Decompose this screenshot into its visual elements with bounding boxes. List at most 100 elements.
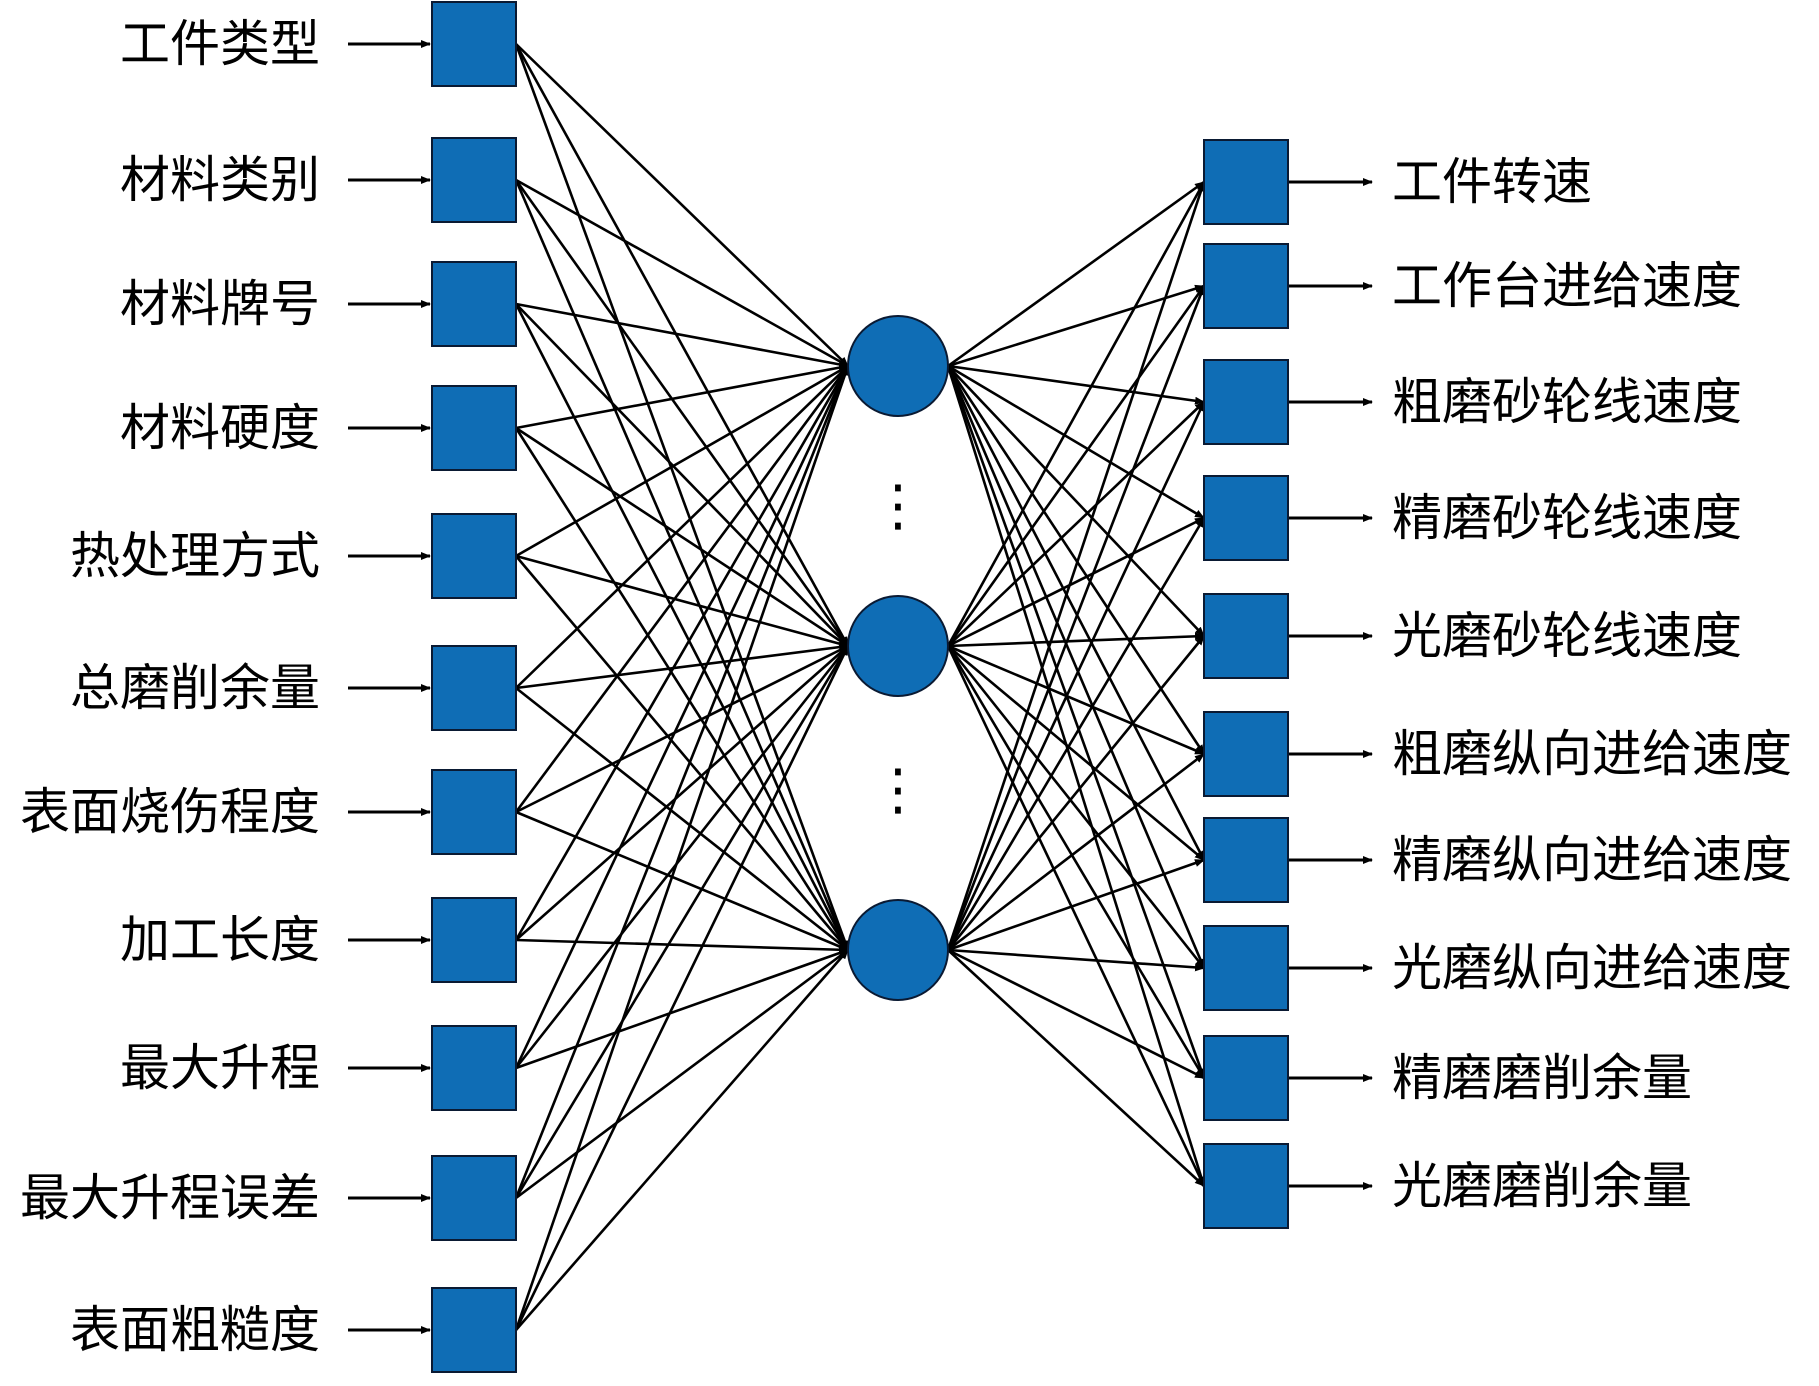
edge-input-3-hidden-1 <box>515 426 849 648</box>
output-label: 精磨纵向进给速度 <box>1392 831 1792 889</box>
labels-layer: 工件类型材料类别材料牌号材料硬度热处理方式总磨削余量表面烧伤程度加工长度最大升程… <box>20 15 1792 1359</box>
edge-hidden-1-output-4 <box>947 632 1205 648</box>
edge-input-8-hidden-0 <box>514 365 850 1069</box>
input-node <box>431 769 517 855</box>
edge-hidden-2-output-6 <box>947 858 1205 952</box>
edge-input-4-hidden-0 <box>515 364 849 558</box>
output-node <box>1203 817 1289 903</box>
input-node <box>431 897 517 983</box>
edge-hidden-1-output-0 <box>946 181 1206 647</box>
input-label: 最大升程误差 <box>20 1169 320 1227</box>
input-node <box>431 1 517 87</box>
edge-hidden-2-output-7 <box>947 948 1205 972</box>
hidden-node <box>847 595 949 697</box>
input-node <box>431 1025 517 1111</box>
edge-input-0-hidden-1 <box>514 43 850 647</box>
edge-input-3-hidden-2 <box>514 427 850 951</box>
edge-input-8-hidden-2 <box>515 948 849 1070</box>
hidden-ellipsis: ⋮ <box>870 758 926 823</box>
edge-input-9-hidden-2 <box>515 948 849 1200</box>
input-node <box>431 385 517 471</box>
edge-hidden-0-output-4 <box>947 365 1205 637</box>
edge-hidden-2-output-2 <box>946 401 1206 951</box>
edge-input-5-hidden-1 <box>515 643 849 690</box>
input-label: 表面粗糙度 <box>70 1301 320 1359</box>
edge-input-0-hidden-2 <box>514 43 850 951</box>
output-node <box>1203 1035 1289 1121</box>
input-label: 总磨削余量 <box>70 659 320 717</box>
edge-input-1-hidden-2 <box>514 179 850 951</box>
edge-hidden-0-output-9 <box>946 365 1206 1187</box>
output-node <box>1203 359 1289 445</box>
edge-hidden-2-output-0 <box>946 181 1206 951</box>
input-label: 材料硬度 <box>120 399 320 457</box>
edge-hidden-0-output-0 <box>947 180 1205 368</box>
io-arrows-layer <box>348 40 1373 1334</box>
input-label: 材料牌号 <box>120 275 320 333</box>
output-label: 工件转速 <box>1392 153 1592 211</box>
output-label: 光磨纵向进给速度 <box>1392 939 1792 997</box>
edge-input-1-hidden-0 <box>515 178 849 368</box>
input-node <box>431 645 517 731</box>
edge-hidden-1-output-5 <box>947 644 1205 756</box>
edge-hidden-0-output-8 <box>946 365 1206 1079</box>
edge-hidden-2-output-9 <box>947 949 1205 1187</box>
edge-input-7-hidden-1 <box>515 645 849 941</box>
edge-hidden-2-output-4 <box>946 635 1206 951</box>
edge-hidden-0-output-1 <box>947 284 1205 368</box>
hidden-ellipsis: ⋮ <box>870 474 926 539</box>
edge-hidden-2-output-3 <box>946 517 1206 951</box>
edge-hidden-0-output-7 <box>946 365 1206 969</box>
edge-input-7-hidden-0 <box>514 365 850 941</box>
output-node <box>1203 475 1289 561</box>
edge-input-2-hidden-1 <box>515 303 849 647</box>
edge-hidden-1-output-2 <box>947 401 1205 647</box>
edge-input-1-hidden-1 <box>514 179 850 647</box>
input-label: 材料类别 <box>120 151 320 209</box>
edge-input-10-hidden-2 <box>515 949 849 1331</box>
output-label: 光磨砂轮线速度 <box>1392 607 1742 665</box>
edge-hidden-2-output-5 <box>947 752 1205 952</box>
input-label: 最大升程 <box>120 1039 320 1097</box>
nodes-layer <box>431 1 1289 1373</box>
output-node <box>1203 243 1289 329</box>
edge-hidden-0-output-6 <box>946 365 1206 861</box>
edge-input-2-hidden-0 <box>515 302 849 369</box>
edge-input-8-hidden-1 <box>514 645 850 1069</box>
edge-input-6-hidden-2 <box>515 810 849 952</box>
output-node <box>1203 593 1289 679</box>
edge-input-2-hidden-2 <box>514 303 850 951</box>
input-label: 表面烧伤程度 <box>20 783 320 841</box>
output-node <box>1203 925 1289 1011</box>
edge-hidden-2-output-1 <box>946 285 1206 951</box>
edge-input-3-hidden-0 <box>515 363 849 430</box>
input-node <box>431 1287 517 1373</box>
edge-input-9-hidden-0 <box>514 365 850 1199</box>
input-node <box>431 261 517 347</box>
output-label: 粗磨砂轮线速度 <box>1392 373 1742 431</box>
input-label: 加工长度 <box>120 911 320 969</box>
edge-hidden-1-output-6 <box>947 645 1205 861</box>
edge-hidden-2-output-8 <box>947 948 1205 1080</box>
output-node <box>1203 139 1289 225</box>
output-label: 光磨磨削余量 <box>1392 1157 1692 1215</box>
edge-input-10-hidden-0 <box>514 365 850 1331</box>
connections-layer <box>514 43 1206 1331</box>
edge-input-9-hidden-1 <box>514 645 850 1199</box>
hidden-node <box>847 315 949 417</box>
edge-input-10-hidden-1 <box>514 645 850 1331</box>
output-label: 精磨砂轮线速度 <box>1392 489 1742 547</box>
output-node <box>1203 1143 1289 1229</box>
edge-input-4-hidden-2 <box>515 555 849 951</box>
output-label: 精磨磨削余量 <box>1392 1049 1692 1107</box>
edge-input-6-hidden-0 <box>514 365 850 813</box>
input-node <box>431 1155 517 1241</box>
output-node <box>1203 711 1289 797</box>
input-node <box>431 513 517 599</box>
hidden-node <box>847 899 949 1001</box>
edge-hidden-1-output-9 <box>946 645 1206 1187</box>
output-label: 工作台进给速度 <box>1392 257 1742 315</box>
edge-input-5-hidden-2 <box>515 686 849 952</box>
edge-hidden-1-output-8 <box>946 645 1206 1079</box>
